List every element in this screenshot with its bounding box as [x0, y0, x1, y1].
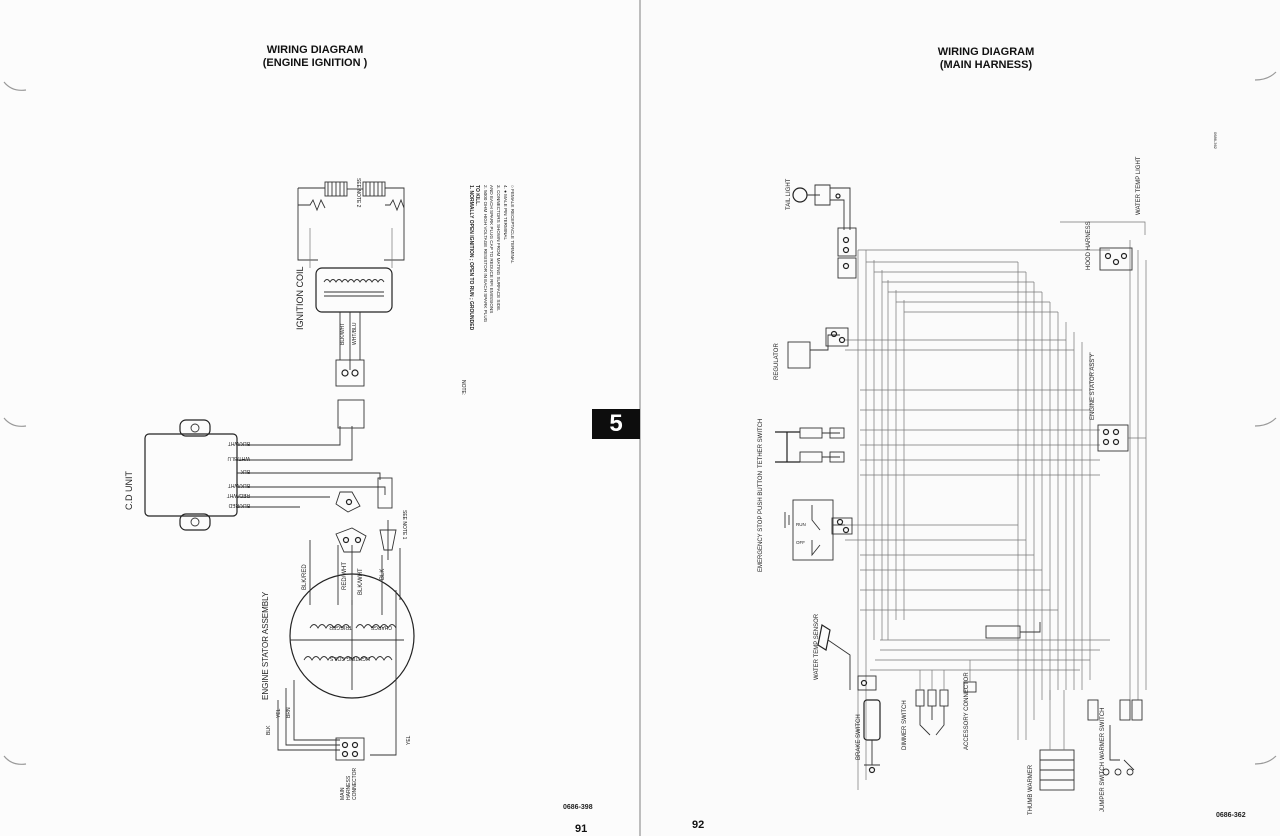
regulator: [787, 327, 849, 369]
warmer-switch: [1087, 699, 1143, 776]
harness-diagram: TAIL LIGHT REGULATOR TETHER SWITCH EMERG…: [758, 132, 1218, 815]
trigger-label: TRIGGER: [329, 624, 352, 630]
left-page: WIRING DIAGRAM (ENGINE IGNITION ) 0686-3…: [220, 44, 593, 835]
page-curl-left-middle: [3, 417, 27, 427]
note-3: 3. CONNECTORS SHOWN FROM MATING SURFACE …: [496, 185, 501, 311]
brake-switch-label: BRAKE SWITCH: [856, 714, 862, 760]
see-note-1-label: SEE NOTE 1: [401, 510, 407, 540]
thumb-warmer: [1039, 690, 1075, 791]
main-harness-label-1: MAIN: [340, 787, 346, 800]
main-wire-brn: BRN: [286, 707, 292, 718]
note-2a: 2. 5000 OHM HIGH VOLTAGE RESISTOR IN EAC…: [483, 185, 488, 323]
note-4: 4. ● MALE PIN TERMINAL: [503, 185, 508, 240]
tail-light-label: TAIL LIGHT: [786, 178, 792, 210]
engine-stator-label: ENGINE STATOR ASSEMBLY: [261, 591, 270, 700]
page-curl-left-bottom: [3, 755, 27, 765]
right-figure-number: 0686-362: [1216, 812, 1246, 819]
note-5: ○ FEMALE RECEPTACLE TERMINAL: [510, 185, 515, 264]
main-wire-yel: YEL: [276, 708, 282, 718]
note-1b: TO KILL.: [474, 185, 480, 206]
cd-wire-wht-blu: WHT/BLU: [227, 455, 250, 461]
stator-assembly: [277, 520, 415, 761]
page-gutter: [639, 0, 641, 836]
note-2b: AND EACH SPARK PLUG CAP TO REDUCE RFI EM…: [489, 185, 494, 313]
right-title-line2: (MAIN HARNESS): [939, 59, 1033, 71]
lighting-coils-label: LIGHTING COILS: [329, 655, 370, 661]
charge-label: CHARGE: [370, 624, 392, 630]
ignition-diagram: IGNITION COIL SEE NOTE 2 C.D UNIT ENGINE…: [124, 178, 515, 800]
thumb-warmer-label: THUMB WARMER: [1028, 764, 1034, 815]
inline-connector: [985, 625, 1021, 639]
left-figure-number: 0686-398: [563, 804, 593, 811]
stator-wire-red-wht: RED/WHT: [342, 562, 348, 590]
stator-wire-blk: BLK: [380, 569, 386, 580]
accessory-connector-label: ACCESSORY CONNECTOR: [964, 672, 970, 750]
cd-wire-red-wht: RED/WHT: [227, 492, 250, 498]
right-page: WIRING DIAGRAM (MAIN HARNESS) 0686-362 9…: [641, 0, 1280, 836]
see-note-2-label: SEE NOTE 2: [355, 178, 361, 208]
accessory-connector: [963, 660, 977, 693]
right-title-line1: WIRING DIAGRAM: [937, 46, 1035, 58]
regulator-label: REGULATOR: [774, 343, 780, 380]
engine-stator-harness-label: ENGINE STATOR ASS'Y: [1090, 354, 1096, 421]
hood-harness-label: HOOD HARNESS: [1086, 221, 1092, 270]
hood-harness: [1099, 247, 1133, 271]
ignition-coil-label: IGNITION COIL: [295, 266, 305, 330]
cd-unit: [144, 399, 393, 531]
water-temp-sensor: [817, 624, 877, 691]
main-wire-blk: BLK: [266, 725, 272, 735]
dimmer-switch-label: DIMMER SWITCH: [902, 700, 908, 750]
emergency-stop: [784, 499, 853, 561]
water-temp-light-label: WATER TEMP LIGHT: [1136, 156, 1142, 215]
page-curl-left-top: [3, 81, 27, 91]
cd-wire-blk-red: BLK/RED: [228, 502, 250, 508]
jumper-switch-label: JUMPER SWITCH: [1100, 762, 1106, 812]
emergency-run-label: RUN: [796, 522, 806, 527]
cd-wire-blk-wht-1: BLK/WHT: [228, 440, 250, 446]
water-temp-sensor-label: WATER TEMP SENSOR: [814, 613, 820, 680]
main-harness-label-2: HARNESS: [346, 775, 352, 800]
note-heading: NOTE:: [460, 380, 466, 395]
cd-unit-label: C.D UNIT: [124, 471, 134, 510]
left-page-number: 91: [575, 823, 588, 835]
cd-wire-blk-wht-2: BLK/WHT: [228, 482, 250, 488]
note-1a: 1. NORMALLY OPEN IGNITION ; OPEN TO RUN …: [468, 185, 474, 331]
page-curl-right-top: [1254, 71, 1277, 81]
emergency-off-label: OFF: [796, 540, 805, 545]
stator-wire-blk-wht: BLK/WHT: [358, 568, 364, 595]
spark-plug-caps: [297, 181, 405, 268]
dimmer-switch: [915, 670, 949, 736]
coil-wire-wht-blu: WHT/BLU: [352, 322, 358, 345]
brake-switch: [863, 699, 881, 774]
left-title-line1: WIRING DIAGRAM: [266, 44, 364, 56]
engine-stator-connector: [1097, 424, 1146, 452]
page-curl-right-middle: [1254, 417, 1277, 427]
coil-wire-blk-wht: BLK/WHT: [340, 323, 346, 345]
side-figure-number: 0686-362: [1213, 132, 1218, 150]
tether-switch: [775, 427, 845, 463]
tether-switch-label: TETHER SWITCH: [758, 419, 764, 468]
right-page-number: 92: [692, 819, 705, 831]
cd-wire-blk: BLK: [240, 468, 250, 474]
page-curl-right-bottom: [1254, 755, 1277, 765]
emergency-stop-label: EMERGENCY STOP PUSH BUTTON: [758, 471, 764, 572]
section-tab: 5: [592, 409, 640, 439]
ignition-notes: NOTE: 1. NORMALLY OPEN IGNITION ; OPEN T…: [460, 185, 515, 395]
warmer-switch-label: WARMER SWITCH: [1100, 708, 1106, 760]
right-page-title: WIRING DIAGRAM (MAIN HARNESS): [891, 46, 1081, 72]
main-harness-label-3: CONNECTOR: [352, 767, 358, 800]
left-page-title: WIRING DIAGRAM (ENGINE IGNITION ): [220, 44, 410, 70]
main-wire-yel-2: YEL: [406, 735, 412, 745]
stator-wire-blk-red: BLK/RED: [302, 564, 308, 590]
tail-light: [792, 184, 857, 279]
ignition-coil: [315, 267, 393, 387]
left-title-line2: (ENGINE IGNITION ): [262, 57, 368, 69]
